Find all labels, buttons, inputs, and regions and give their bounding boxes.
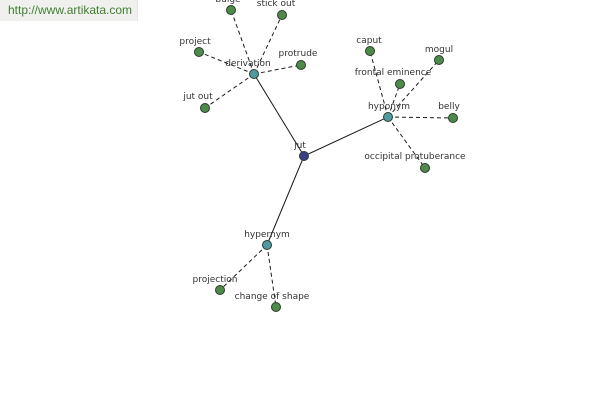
edge-hyponym-occipital-protuberance: [387, 116, 426, 169]
leaf-label-frontal-eminence[interactable]: frontal eminence: [355, 68, 432, 78]
edge-hyponym-mogul: [387, 59, 440, 118]
leaf-label-caput[interactable]: caput: [356, 36, 382, 46]
graph-nodes: bulge stick out project protrude jut out deri…: [179, 0, 466, 312]
leaf-node-occipital-protuberance[interactable]: [420, 163, 430, 173]
relation-label-derivation[interactable]: derivation: [225, 59, 271, 69]
leaf-node-belly[interactable]: [448, 113, 458, 123]
graph-edges: [198, 9, 454, 308]
leaf-label-belly[interactable]: belly: [438, 102, 460, 112]
relation-label-hyponym[interactable]: hyponym: [368, 102, 410, 112]
leaf-label-jut-out[interactable]: jut out: [182, 92, 213, 102]
leaf-node-bulge[interactable]: [226, 5, 236, 15]
leaf-node-mogul[interactable]: [434, 55, 444, 65]
edge-derivation-bulge: [230, 9, 255, 75]
leaf-label-bulge[interactable]: bulge: [215, 0, 241, 5]
edge-derivation-stick-out: [253, 14, 283, 75]
leaf-node-change-of-shape[interactable]: [271, 302, 281, 312]
leaf-label-stick-out[interactable]: stick out: [257, 0, 296, 9]
relation-node-hyponym[interactable]: [383, 112, 393, 122]
leaf-node-projection[interactable]: [215, 285, 225, 295]
leaf-node-frontal-eminence[interactable]: [395, 79, 405, 89]
edge-hyponym-belly: [387, 116, 454, 119]
leaf-node-protrude[interactable]: [296, 60, 306, 70]
relation-node-hypernym[interactable]: [262, 240, 272, 250]
center-node-jut[interactable]: [299, 151, 309, 161]
edge-jut-hyponym: [303, 116, 389, 157]
edge-derivation-protrude: [253, 64, 302, 75]
edge-hypernym-change-of-shape: [266, 244, 277, 308]
relation-node-derivation[interactable]: [249, 69, 259, 79]
leaf-node-jut-out[interactable]: [200, 103, 210, 113]
edge-jut-hypernym: [266, 155, 305, 246]
leaf-label-project[interactable]: project: [179, 37, 211, 47]
center-label[interactable]: jut: [293, 141, 306, 151]
leaf-node-caput[interactable]: [365, 46, 375, 56]
leaf-label-occipital-protuberance[interactable]: occipital protuberance: [364, 152, 466, 162]
edge-derivation-jut-out: [204, 73, 255, 109]
leaf-node-stick-out[interactable]: [277, 10, 287, 20]
leaf-label-protrude[interactable]: protrude: [279, 49, 318, 59]
edge-hyponym-frontal-eminence: [387, 83, 401, 118]
leaf-node-project[interactable]: [194, 47, 204, 57]
edge-hyponym-caput: [369, 50, 389, 118]
edge-jut-derivation: [253, 73, 305, 157]
leaf-label-mogul[interactable]: mogul: [425, 45, 453, 55]
leaf-label-change-of-shape[interactable]: change of shape: [235, 292, 310, 302]
site-url[interactable]: http://www.artikata.com: [0, 0, 138, 21]
edge-derivation-project: [198, 51, 255, 75]
edge-hypernym-projection: [219, 244, 268, 291]
leaf-label-projection[interactable]: projection: [193, 275, 238, 285]
relation-label-hypernym[interactable]: hypernym: [244, 230, 290, 240]
